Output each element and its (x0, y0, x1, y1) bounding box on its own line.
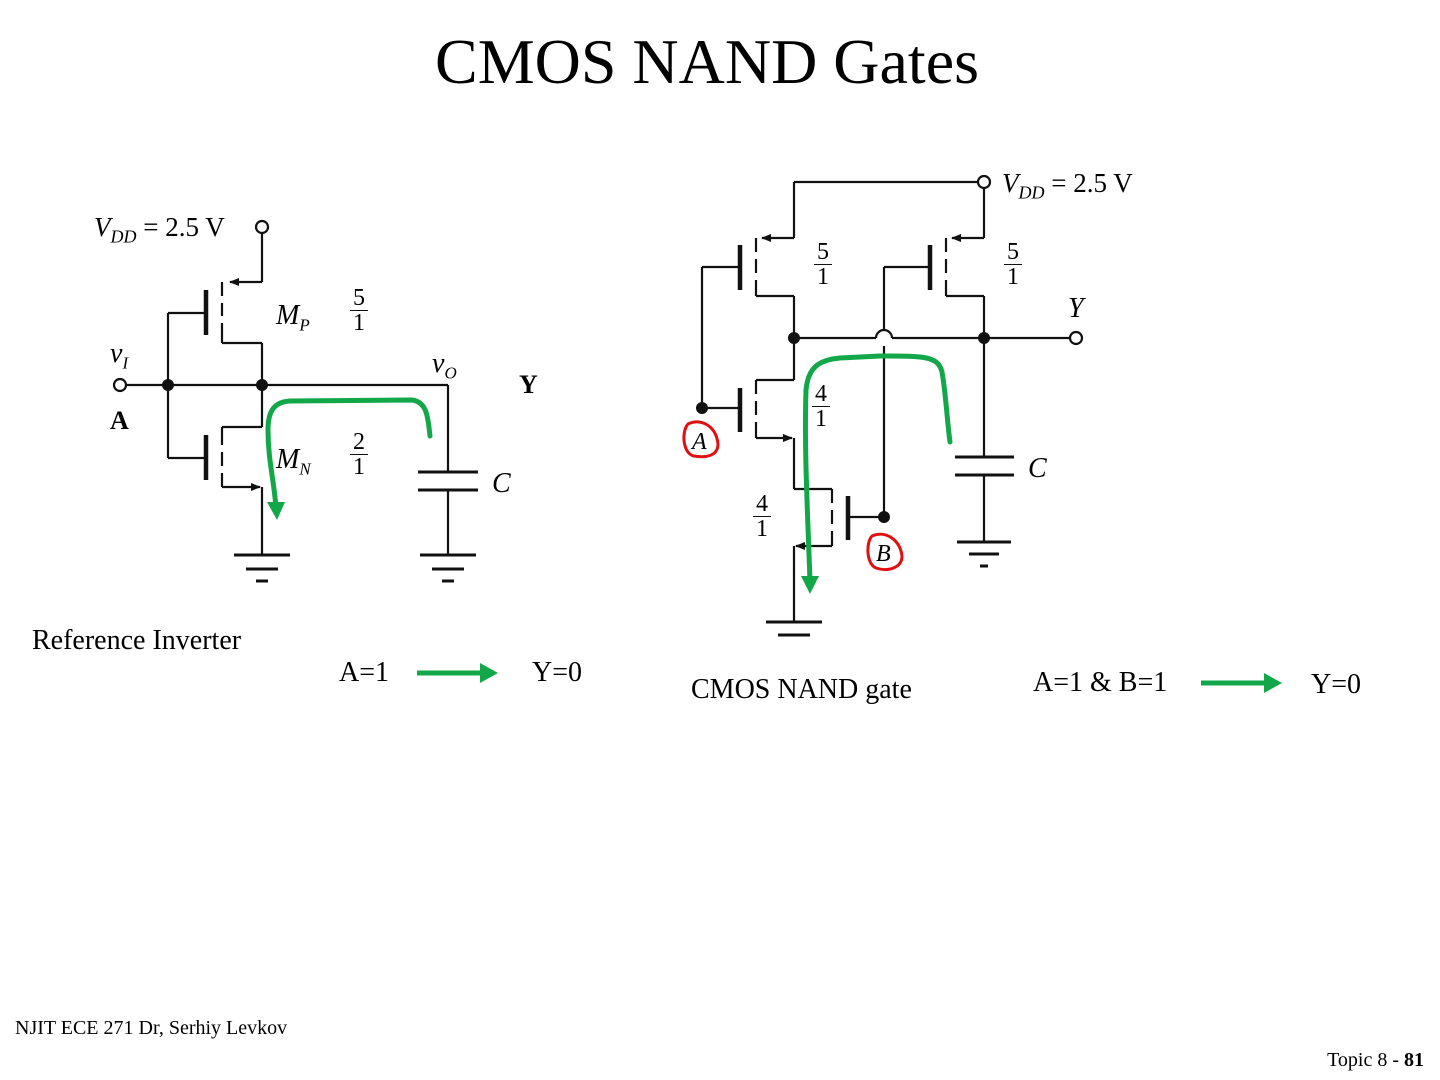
nand-output-terminal (1068, 330, 1084, 346)
ground-icon (766, 620, 822, 637)
page-number: 81 (1404, 1049, 1424, 1071)
nmos-b-transistor (792, 487, 884, 622)
nand-input-a-label: A (692, 429, 707, 455)
inverter-truth-output: Y=0 (532, 657, 583, 688)
inverter-schematic (112, 219, 478, 583)
inverter-cap-label: C (492, 468, 511, 499)
nand-truth-output: Y=0 (1311, 669, 1362, 700)
inverter-caption: Reference Inverter (32, 625, 242, 656)
nand-cap-label: C (1028, 453, 1047, 484)
nmos-label: MN (276, 444, 311, 479)
footer-page: Topic 8 - 81 (1327, 1049, 1424, 1071)
capacitor (955, 338, 1014, 542)
pmos-a-transistor (702, 234, 796, 338)
input-a-highlight (682, 420, 720, 459)
inverter-discharge-path-arrow (265, 397, 433, 520)
inverter-vdd-terminal (254, 219, 270, 235)
nand-vdd-terminal (976, 174, 992, 190)
inverter-input-terminal (112, 377, 128, 393)
input-vi-label: vI (110, 338, 129, 373)
pmos-b-transistor (884, 234, 986, 338)
ground-icon (957, 540, 1011, 568)
nand-vdd-label: VDD = 2.5 V (1002, 168, 1133, 203)
ground-icon (234, 553, 290, 583)
nmos-a-transistor (737, 338, 796, 489)
capacitor (418, 470, 478, 555)
output-vo-label: vO (432, 348, 457, 383)
nand-truth-arrow (1201, 673, 1282, 693)
inverter-annot-output: Y (519, 370, 538, 399)
ground-icon (420, 553, 476, 583)
nand-truth-input: A=1 & B=1 (1033, 667, 1168, 698)
nand-output-label: Y (1068, 293, 1084, 324)
nand-schematic (696, 174, 1084, 637)
input-b-highlight (866, 532, 904, 571)
inverter-annot-input: A (110, 406, 129, 435)
inverter-vdd-label: VDD = 2.5 V (94, 212, 225, 247)
nand-input-b-label: B (876, 541, 891, 567)
nand-discharge-path-arrow (801, 353, 953, 594)
nmos-transistor (203, 385, 264, 555)
inverter-truth-arrow (417, 663, 498, 683)
footer-course: NJIT ECE 271 Dr, Serhiy Levkov (15, 1017, 288, 1039)
pmos-label: MP (276, 300, 310, 335)
slide-title: CMOS NAND Gates (435, 26, 979, 97)
inverter-truth-input: A=1 (339, 657, 390, 688)
pmos-transistor (168, 282, 264, 385)
nand-caption: CMOS NAND gate (691, 674, 912, 705)
